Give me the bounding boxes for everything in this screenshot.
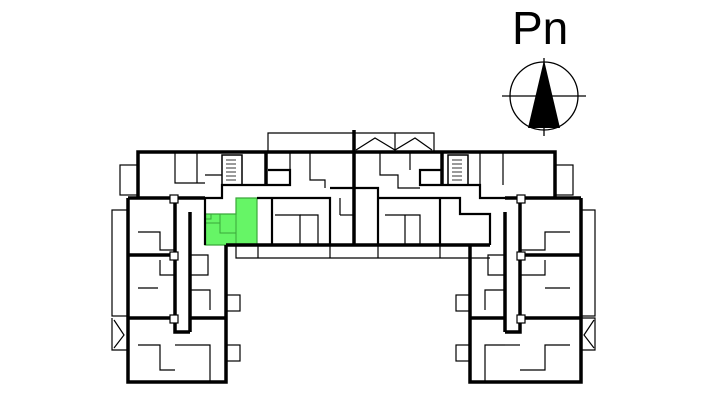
building-walls xyxy=(111,130,596,384)
north-label: Pn xyxy=(512,2,569,54)
highlighted-apartment[interactable] xyxy=(204,197,258,246)
north-arrow-icon xyxy=(502,58,586,136)
